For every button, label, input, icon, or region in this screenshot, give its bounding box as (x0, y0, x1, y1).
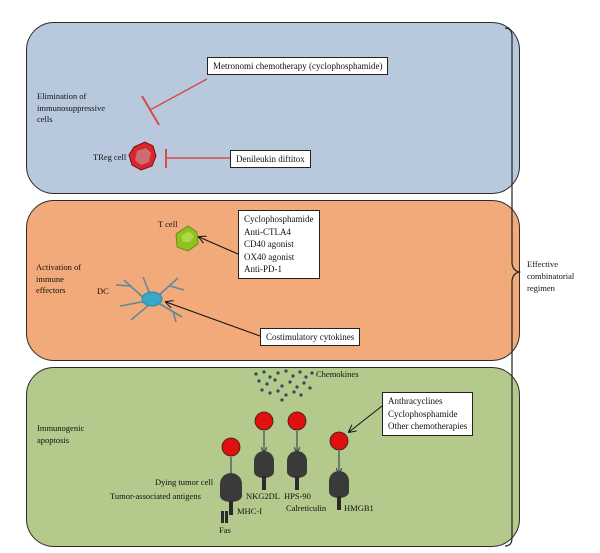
hmgb1-ligand-receptor (329, 431, 349, 510)
chemokine-dots (254, 369, 314, 402)
t-cell-icon (175, 225, 199, 252)
treg-cell-label: TReg cell (93, 152, 127, 162)
fas-label: Fas (219, 525, 231, 535)
metronomic-inhibition-line (141, 78, 208, 126)
calreticulin-label: Calreticulin (286, 503, 327, 513)
costimulatory-cytokines-box: Costimulatory cytokines (260, 328, 361, 346)
dying-tumor-cell-label: Dying tumor cell (155, 477, 214, 487)
chemokines-label: Chemokines (316, 369, 359, 379)
immune-agents-box: Cyclophosphamide Anti-CTLA4 CD40 agonist… (238, 210, 320, 279)
hps90-ligand-receptor (287, 411, 307, 490)
apoptosis-label: Immunogenic apoptosis (37, 423, 85, 445)
effective-regimen-label: Effective combinatorial regimen (527, 259, 575, 293)
activation-label: Activation of immune effectors (36, 262, 82, 295)
nkg2dl-ligand-receptor (254, 411, 274, 490)
nkg2dl-label: NKG2DL (246, 491, 280, 501)
mhc-i-label: MHC-I (237, 506, 263, 516)
combinatorial-brace (504, 27, 522, 547)
denileukin-diftitox-box: Denileukin diftitox (230, 150, 311, 168)
agents-to-t-cell-arrow (199, 237, 239, 255)
denileukin-inhibition-line (165, 149, 230, 168)
dc-label: DC (97, 286, 109, 296)
hps-90-label: HPS-90 (284, 491, 311, 501)
dendritic-cell-icon (115, 276, 185, 323)
chemo-to-hmgb1-arrow (349, 405, 383, 432)
metronomic-chemotherapy-box: Metronomi chemotherapy (cyclophosphamide… (207, 57, 389, 75)
t-cell-label: T cell (158, 219, 178, 229)
treg-cell-icon (128, 141, 157, 171)
hmgb1-label: HMGB1 (344, 503, 374, 513)
cytokines-to-dc-arrow (166, 302, 261, 337)
tumor-antigens-label: Tumor-associated antigens (110, 491, 201, 501)
dying-cell-ligand-receptor (220, 437, 242, 523)
chemotherapies-box: Anthracyclines Cyclophosphamide Other ch… (382, 392, 474, 436)
elimination-label: Elimination of immunosuppressive cells (37, 91, 105, 124)
